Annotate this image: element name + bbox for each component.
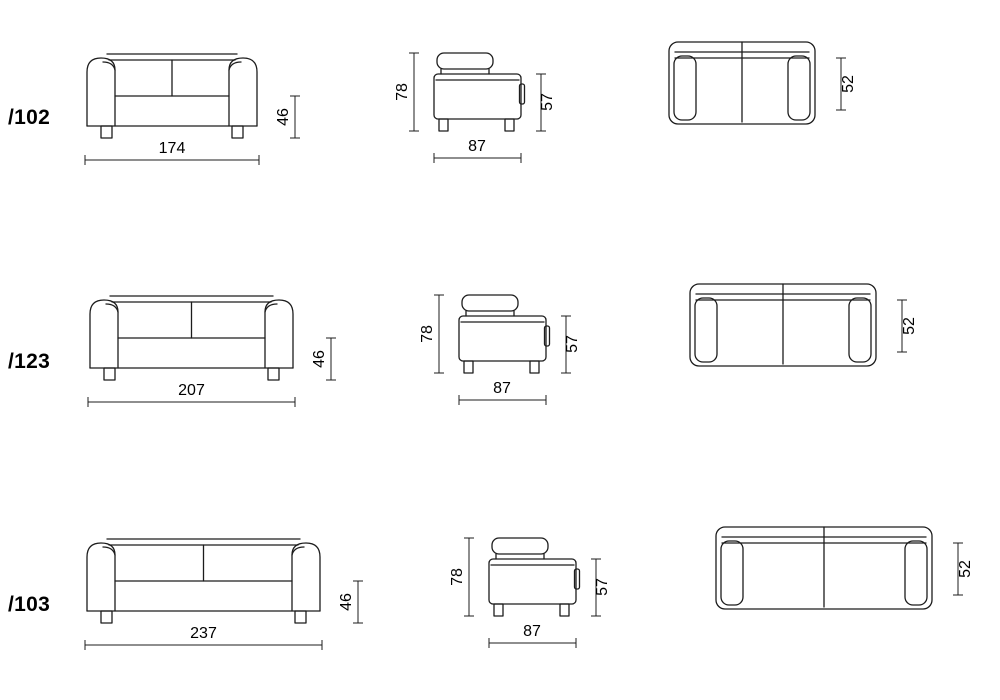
front-width-label: 207	[178, 382, 205, 399]
seat-height-dimension: 46	[338, 580, 363, 624]
front-seat-height-label: 46	[275, 108, 292, 126]
front-view-103: 237 46	[84, 538, 363, 650]
side-total-height-label: 78	[419, 325, 436, 343]
side-arm-height-label: 57	[594, 578, 611, 596]
side-arm-height-label: 57	[564, 335, 581, 353]
top-view-102: 52	[668, 41, 857, 125]
sofa-front-drawing	[86, 53, 258, 139]
side-depth-label: 87	[523, 623, 541, 640]
seat-depth-dimension: 52	[953, 542, 974, 596]
front-view-123: 207 46	[87, 295, 336, 407]
model-label-103: /103	[8, 593, 51, 616]
front-seat-height-label: 46	[311, 350, 328, 368]
sofa-side-drawing	[458, 294, 551, 374]
side-depth-label: 87	[493, 380, 511, 397]
arm-height-dimension: 57	[561, 315, 581, 374]
total-height-dimension: 78	[449, 537, 474, 617]
sofa-top-drawing	[668, 41, 816, 125]
top-seat-depth-label: 52	[840, 75, 857, 93]
sofa-top-drawing	[715, 526, 933, 610]
side-view-103: 78 57 87	[449, 537, 611, 648]
sofa-front-drawing	[86, 538, 321, 624]
front-view-102: 174 46	[84, 53, 300, 165]
side-view-102: 78 57 87	[394, 52, 556, 163]
depth-dimension: 87	[433, 138, 522, 163]
seat-depth-dimension: 52	[836, 57, 857, 111]
side-total-height-label: 78	[394, 83, 411, 101]
top-seat-depth-label: 52	[957, 560, 974, 578]
side-depth-label: 87	[468, 138, 486, 155]
sofa-top-drawing	[689, 283, 877, 367]
seat-height-dimension: 46	[275, 95, 300, 139]
top-view-103: 52	[715, 526, 974, 610]
total-height-dimension: 78	[394, 52, 419, 132]
model-label-123: /123	[8, 350, 51, 373]
width-dimension: 207	[87, 382, 296, 407]
width-dimension: 174	[84, 140, 260, 165]
side-view-123: 78 57 87	[419, 294, 581, 405]
side-total-height-label: 78	[449, 568, 466, 586]
front-seat-height-label: 46	[338, 593, 355, 611]
sofa-front-drawing	[89, 295, 294, 381]
total-height-dimension: 78	[419, 294, 444, 374]
front-width-label: 237	[190, 625, 217, 642]
top-seat-depth-label: 52	[901, 317, 918, 335]
model-label-102: /102	[8, 106, 51, 129]
seat-depth-dimension: 52	[897, 299, 918, 353]
seat-height-dimension: 46	[311, 337, 336, 381]
top-view-123: 52	[689, 283, 918, 367]
depth-dimension: 87	[458, 380, 547, 405]
sofa-side-drawing	[488, 537, 581, 617]
sofa-side-drawing	[433, 52, 526, 132]
arm-height-dimension: 57	[591, 558, 611, 617]
front-width-label: 174	[159, 140, 186, 157]
depth-dimension: 87	[488, 623, 577, 648]
side-arm-height-label: 57	[539, 93, 556, 111]
arm-height-dimension: 57	[536, 73, 556, 132]
width-dimension: 237	[84, 625, 323, 650]
